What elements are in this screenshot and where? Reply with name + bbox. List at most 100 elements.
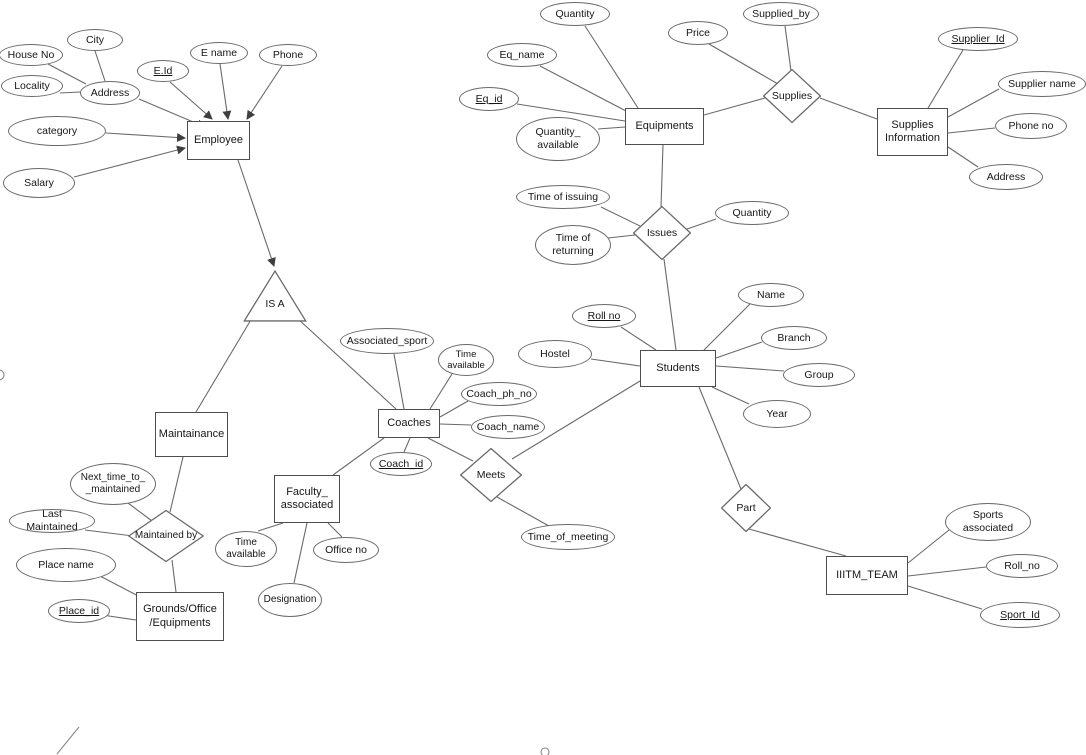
attribute-next-time-to-maintained-label: Next_time_to_ _maintained [80, 472, 146, 495]
entity-students: Students [640, 350, 716, 387]
diamond-shape [128, 510, 204, 562]
entity-coaches-label: Coaches [387, 416, 431, 429]
edge-part-iiitmteam [748, 528, 847, 557]
relationship-issues: Issues [633, 206, 691, 260]
attribute-branch-label: Branch [777, 331, 811, 344]
attribute-salary-label: Salary [24, 176, 54, 189]
attribute-time-of-issuing-label: Time of issuing [527, 190, 599, 203]
attribute-supplier-name: Supplier name [998, 71, 1086, 97]
attribute-last-maintained-label: Last Maintained [26, 508, 78, 533]
attribute-sports-associated-label: Sports associated [962, 509, 1014, 534]
edge-rollno-iiitmteam [907, 566, 987, 577]
edge-supplierid-suppliesinformation [927, 49, 964, 109]
relationship-supplies: Supplies [763, 69, 821, 123]
attribute-branch: Branch [761, 326, 827, 350]
attribute-quantity-equipment-label: Quantity [555, 7, 595, 20]
attribute-coach-id-label: Coach_id [378, 457, 424, 470]
attribute-time-of-returning: Time of returning [535, 225, 611, 265]
entity-grounds-office-equipments-label: Grounds/Office /Equipments [143, 603, 217, 629]
attribute-quantity-issues-label: Quantity [732, 206, 772, 219]
relationship-issues-label: Issues [646, 226, 678, 239]
edge-branch-students [715, 341, 763, 359]
attribute-address: Address [80, 81, 140, 105]
attribute-group-label: Group [804, 368, 834, 381]
attribute-phone: Phone [259, 44, 317, 66]
edge-name-students [703, 303, 751, 351]
edge-timeofissuing-issues [600, 206, 641, 227]
attribute-time-of-issuing: Time of issuing [516, 185, 610, 209]
attribute-category: category [8, 116, 106, 146]
attribute-designation-label: Designation [263, 594, 317, 605]
attribute-city: City [67, 29, 123, 51]
edge-ename-employee [219, 63, 232, 120]
edge-equipments-supplies [703, 97, 766, 116]
edge-coaches-meets [427, 437, 474, 462]
attribute-quantity-available-label: Quantity_ available [535, 126, 581, 151]
diamond-shape [721, 484, 771, 532]
attribute-e-name: E name [190, 42, 248, 64]
attribute-e-id-label: E.Id [153, 64, 173, 77]
attribute-associated-sport: Associated_sport [340, 328, 434, 354]
edge-phone-employee [246, 65, 283, 120]
attribute-name-label: Name [756, 288, 785, 301]
edge-suppliedby-supplies [784, 25, 792, 72]
edge-coachname-coaches [439, 423, 472, 426]
attribute-phone-no: Phone no [995, 113, 1067, 139]
attribute-price: Price [668, 21, 728, 45]
isa-triangle: IS A [243, 270, 307, 322]
edge-eqid-equipments [516, 103, 626, 122]
edge-eid-employee [169, 81, 213, 120]
edge-quantity-issues [686, 218, 717, 230]
triangle-shape [243, 270, 307, 322]
attribute-phone-no-label: Phone no [1008, 119, 1054, 132]
attribute-time-available-coach: Time available [438, 344, 494, 376]
edge-price-supplies [708, 43, 779, 85]
entity-maintainance: Maintainance [155, 412, 228, 457]
attribute-supplier-address-label: Address [986, 170, 1026, 183]
attribute-supplied-by: Supplied_by [743, 2, 819, 26]
relationship-maintained-by-label: Maintained by [134, 530, 198, 541]
attribute-office-no-label: Office no [325, 543, 367, 556]
edge-year-students [711, 386, 750, 405]
attribute-e-name-label: E name [200, 46, 238, 59]
attribute-supplier-id-label: Supplier_Id [951, 32, 1005, 45]
edge-eqname-equipments [539, 65, 627, 112]
attribute-eq-name: Eq_name [487, 43, 557, 67]
attribute-supplied-by-label: Supplied_by [752, 7, 810, 20]
entity-equipments: Equipments [625, 108, 704, 145]
entity-employee-label: Employee [194, 133, 243, 146]
attribute-associated-sport-label: Associated_sport [346, 334, 428, 347]
attribute-eq-name-label: Eq_name [499, 48, 545, 61]
attribute-quantity-equipment: Quantity [540, 2, 610, 26]
isa-label: IS A [265, 297, 285, 310]
attribute-locality-label: Locality [14, 79, 50, 92]
diamond-shape [633, 206, 691, 260]
attribute-house-no: House No [0, 44, 63, 66]
attribute-supplier-id: Supplier_Id [938, 27, 1018, 51]
attribute-salary: Salary [3, 168, 75, 198]
edge-timeofreturning-issues [607, 234, 636, 239]
edge-hostel-students [590, 358, 641, 367]
attribute-last-maintained: Last Maintained [9, 508, 95, 533]
attribute-e-id: E.Id [137, 60, 189, 82]
edge-officeno-faculty [327, 522, 343, 538]
edge-associatedsport-coaches [393, 353, 405, 410]
relationship-supplies-label: Supplies [771, 89, 813, 102]
edge-lastmaintained-maintainedby [84, 529, 134, 537]
attribute-time-available-faculty-label: Time available [226, 537, 266, 560]
attribute-name: Name [738, 283, 804, 307]
entity-employee: Employee [187, 121, 250, 160]
entity-grounds-office-equipments: Grounds/Office /Equipments [136, 592, 224, 641]
edge-timeavailable-faculty [257, 522, 284, 532]
attribute-sport-id-label: Sport_Id [1000, 608, 1040, 621]
edge-houseno-address [47, 63, 87, 85]
edge-timeavailable-coaches [429, 373, 453, 410]
edge-students-part [698, 386, 742, 490]
edge-salary-employee [73, 145, 186, 178]
attribute-time-of-meeting: Time_of_meeting [521, 524, 615, 550]
entity-faculty-associated: Faculty_ associated [274, 475, 340, 523]
edge-rollno-students [620, 326, 657, 351]
edge-suppliername-suppliesinformation [947, 88, 1000, 118]
edge-category-employee [105, 132, 186, 142]
attribute-sport-id: Sport_Id [980, 602, 1060, 628]
